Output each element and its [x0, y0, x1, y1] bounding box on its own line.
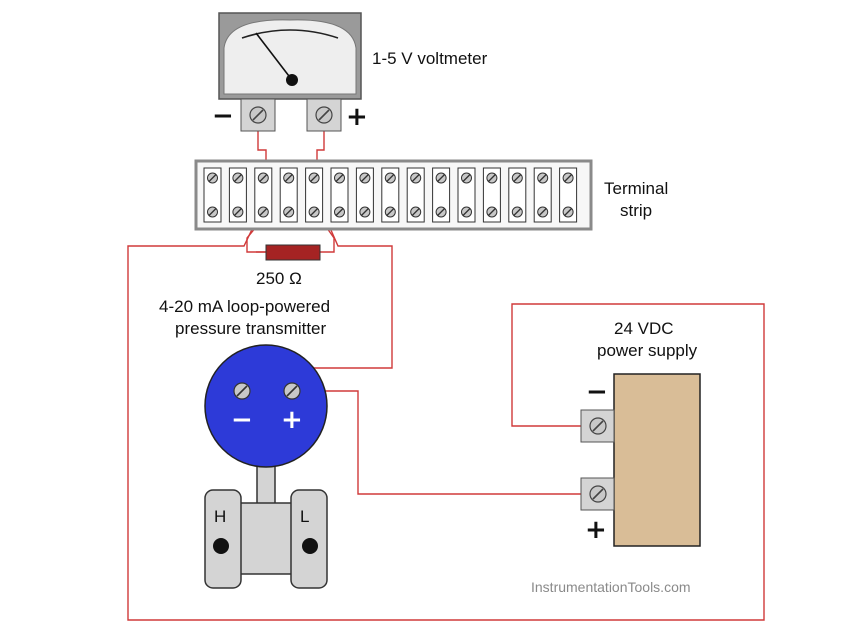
- screw-icon: [435, 206, 447, 218]
- power-supply: 24 VDC power supply − +: [580, 319, 701, 547]
- transmitter-neck: [256, 465, 276, 507]
- screw-icon: [511, 172, 523, 184]
- voltmeter-needle: [255, 32, 293, 81]
- voltmeter-pivot: [286, 74, 298, 86]
- screw-icon: [435, 172, 447, 184]
- transmitter-head: [204, 344, 328, 468]
- resistor: 250 Ω: [256, 244, 321, 288]
- pressure-transmitter: 4-20 mA loop-powered pressure transmitte…: [159, 297, 330, 589]
- power-supply-body: [613, 373, 701, 547]
- wire-transmitter-plus-to-supply: [292, 390, 588, 495]
- voltmeter-label: 1-5 V voltmeter: [372, 49, 488, 68]
- screw-icon: [308, 206, 320, 218]
- voltmeter-minus-sign: −: [212, 101, 234, 131]
- screw-icon: [283, 172, 295, 184]
- voltmeter-scale-arc: [241, 29, 339, 39]
- terminal-strip-column: [381, 167, 400, 223]
- screw-icon: [589, 417, 607, 435]
- terminal-strip-column: [279, 167, 298, 223]
- transmitter-plus-sign: +: [281, 405, 303, 435]
- power-supply-minus-sign: −: [586, 377, 608, 407]
- terminal-strip-column: [457, 167, 476, 223]
- screw-icon: [315, 106, 333, 124]
- voltmeter-face: [223, 19, 357, 95]
- terminal-strip-column: [203, 167, 222, 223]
- screw-icon: [232, 172, 244, 184]
- transmitter-low-port-label: L: [300, 507, 309, 526]
- terminal-strip-column: [228, 167, 247, 223]
- power-supply-plus-sign: +: [585, 515, 607, 545]
- screw-icon: [562, 172, 574, 184]
- screw-icon: [308, 172, 320, 184]
- power-supply-label-line1: 24 VDC: [614, 319, 674, 338]
- watermark: InstrumentationTools.com: [531, 579, 691, 595]
- screw-icon: [249, 106, 267, 124]
- transmitter-high-port: [213, 538, 229, 554]
- screw-icon: [257, 206, 269, 218]
- screw-icon: [384, 206, 396, 218]
- screw-icon: [537, 206, 549, 218]
- terminal-strip-column: [406, 167, 425, 223]
- transmitter-body: [234, 502, 298, 575]
- power-supply-plus-terminal: [580, 477, 615, 511]
- transmitter-low-port: [302, 538, 318, 554]
- screw-icon: [384, 172, 396, 184]
- screw-icon: [537, 172, 549, 184]
- terminal-strip-column: [355, 167, 374, 223]
- screw-icon: [461, 206, 472, 218]
- screw-icon: [283, 382, 301, 400]
- terminal-strip-column: [305, 167, 324, 223]
- power-supply-label-line2: power supply: [597, 341, 698, 360]
- screw-icon: [461, 172, 472, 184]
- screw-icon: [359, 172, 371, 184]
- resistor-label: 250 Ω: [256, 269, 302, 288]
- terminal-strip: Terminal strip: [194, 159, 668, 231]
- screw-icon: [410, 172, 422, 184]
- transmitter-high-port-label: H: [214, 507, 226, 526]
- terminal-strip-terminals: [203, 167, 578, 223]
- voltmeter: − + 1-5 V voltmeter: [212, 12, 488, 132]
- screw-icon: [207, 172, 218, 184]
- wire-loop-outer: [127, 220, 765, 621]
- terminal-strip-column: [330, 167, 349, 223]
- screw-icon: [283, 206, 295, 218]
- terminal-strip-column: [482, 167, 501, 223]
- transmitter-label-line2: pressure transmitter: [175, 319, 326, 338]
- terminal-strip-column: [254, 167, 273, 223]
- screw-icon: [486, 172, 498, 184]
- screw-icon: [207, 206, 218, 218]
- screw-icon: [257, 172, 269, 184]
- resistor-body: [265, 244, 321, 261]
- screw-icon: [410, 206, 422, 218]
- voltmeter-plus-sign: +: [346, 102, 368, 132]
- terminal-strip-column: [559, 167, 578, 223]
- terminal-strip-label-line1: Terminal: [604, 179, 668, 198]
- screw-icon: [233, 382, 251, 400]
- screw-icon: [486, 206, 498, 218]
- screw-icon: [511, 206, 523, 218]
- screw-icon: [334, 172, 345, 184]
- transmitter-label-line1: 4-20 mA loop-powered: [159, 297, 330, 316]
- terminal-strip-column: [432, 167, 451, 223]
- terminal-strip-column: [533, 167, 552, 223]
- terminal-strip-column: [508, 167, 527, 223]
- terminal-strip-label-line2: strip: [620, 201, 652, 220]
- screw-icon: [589, 485, 607, 503]
- transmitter-minus-sign: −: [231, 405, 253, 435]
- screw-icon: [562, 206, 574, 218]
- screw-icon: [232, 206, 244, 218]
- screw-icon: [334, 206, 345, 218]
- screw-icon: [359, 206, 371, 218]
